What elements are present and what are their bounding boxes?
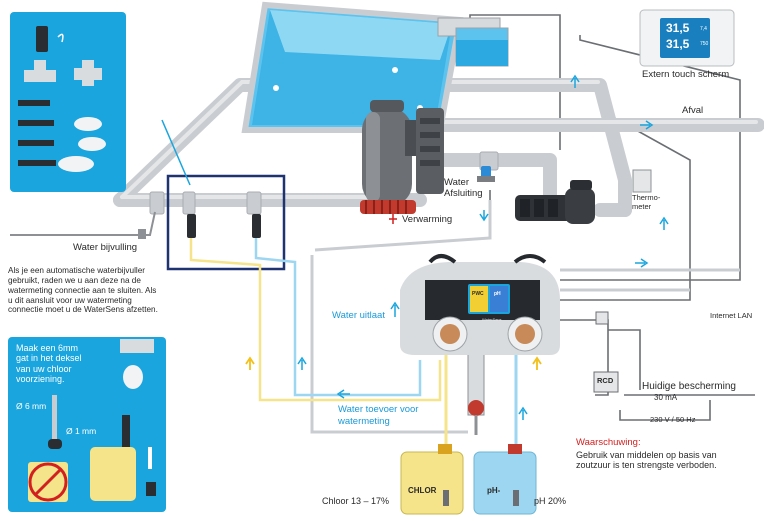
- buffer-tank: [437, 17, 509, 67]
- water-uitlaat-label: Water uitlaat: [332, 310, 385, 321]
- thermometer-label-1: Thermo-: [632, 193, 661, 202]
- water-afsluiting-label-1: Water: [444, 177, 469, 188]
- touch-screen: [639, 9, 735, 67]
- touch-screen-small1: 7,4: [700, 26, 707, 32]
- chlor-can: [400, 444, 464, 515]
- verwarming-label: Verwarming: [402, 214, 453, 225]
- panel-instruction: Maak een 6mm gat in het deksel van uw ch…: [16, 343, 82, 385]
- chlorine-instructions-panel: Maak een 6mm gat in het deksel van uw ch…: [8, 337, 166, 512]
- watersens-unit: [400, 254, 560, 355]
- connection-instructions-panel: [10, 12, 126, 192]
- ph-label: pH 20%: [534, 496, 567, 506]
- unit-ph-badge: pH: [494, 291, 501, 297]
- huidige-bescherming-label: Huidige bescherming: [642, 381, 736, 392]
- unit-pwc-badge: PWC: [472, 291, 484, 297]
- pipe-tees: [149, 151, 499, 215]
- waarschuwing-text: Gebruik van middelen op basis van zoutzu…: [576, 450, 717, 471]
- size-1mm: Ø 1 mm: [66, 426, 97, 436]
- sand-filter: [362, 100, 444, 206]
- voltage-label: 230 V / 50 Hz: [650, 415, 696, 424]
- thermometer-sensor: [632, 169, 652, 193]
- water-afsluiting-label-2: Afsluiting: [444, 188, 483, 199]
- pool: [241, 1, 464, 133]
- flow-arrows: [297, 74, 669, 420]
- yellow-arrows: [245, 356, 542, 370]
- water-bijvulling-label: Water bijvulling: [73, 242, 138, 253]
- waarschuwing-title: Waarschuwing:: [576, 437, 641, 448]
- thermometer-label-2: meter: [632, 202, 652, 211]
- touch-screen-temp1: 31,5: [666, 21, 690, 35]
- unit-brand-label: WaterSens: [482, 317, 502, 322]
- touch-screen-small2: 750: [700, 41, 709, 47]
- valve-icon: [477, 166, 495, 182]
- flow-meter: [467, 344, 485, 435]
- info-paragraph: Als je een automatische waterbijvuller g…: [8, 266, 158, 315]
- lan-socket: [595, 311, 609, 325]
- pump: [515, 180, 595, 224]
- connection-frame: [166, 174, 286, 271]
- ph-can: [473, 444, 537, 515]
- touch-screen-temp2: 31,5: [666, 37, 690, 51]
- extern-touch-label: Extern touch scherm: [642, 69, 730, 80]
- ph-can-label: pH-: [487, 486, 501, 495]
- water-bijvulling-pipe: [10, 211, 156, 236]
- sample-line: [161, 119, 191, 186]
- ma-label: 30 mA: [654, 393, 678, 402]
- thin-grey-pipes: [310, 200, 740, 434]
- water-toevoer-label-1: Water toevoer voor: [338, 404, 419, 415]
- rcd-box: [593, 371, 619, 393]
- water-toevoer-label-2: watermeting: [338, 416, 390, 427]
- chlor-can-label: CHLOR: [408, 486, 437, 495]
- size-6mm: Ø 6 mm: [16, 401, 47, 411]
- heater-coil: [360, 200, 416, 224]
- rcd-label: RCD: [597, 376, 614, 385]
- afval-label: Afval: [682, 105, 704, 116]
- probes: [187, 214, 261, 238]
- internet-lan-label: Internet LAN: [710, 311, 753, 320]
- chloor-label: Chloor 13 – 17%: [322, 496, 390, 506]
